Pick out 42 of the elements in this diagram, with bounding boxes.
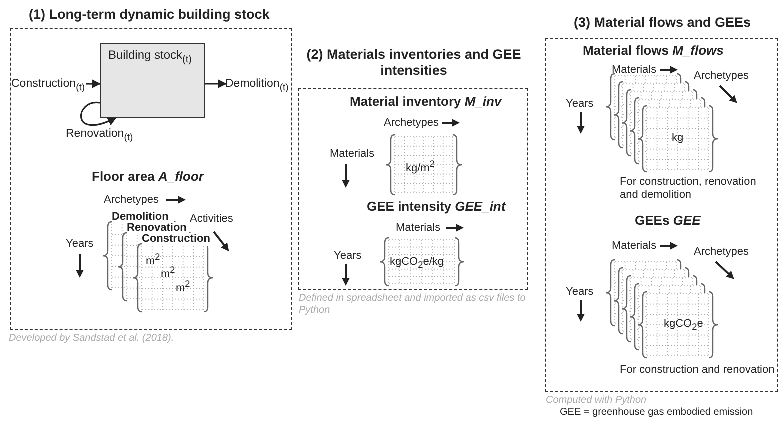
matrix-title: Floor area A_floor <box>92 170 204 183</box>
unit-label: kgCO$_{2}$e <box>664 318 704 334</box>
caption-note: Defined in spreadsheet and imported as csv files to Python <box>299 293 527 317</box>
matrix-title: GEE intensity GEE_int <box>367 200 506 213</box>
axis-label: Archetypes <box>694 246 750 259</box>
matrix-title: GEEs GEE <box>635 214 701 227</box>
axis-label: Archetypes <box>694 70 750 83</box>
axis-label: Materials <box>612 240 657 253</box>
matrix-title: Material flows M_flows <box>583 44 724 57</box>
axis-label: Years <box>566 286 594 299</box>
note-text: For construction, renovation and demolition <box>620 176 758 202</box>
layer-title: Construction <box>142 233 210 246</box>
note-text: For construction and renovation <box>620 364 775 377</box>
unit-label: m$^{2}$ <box>161 264 176 282</box>
caption-note: Computed with Python <box>546 395 648 407</box>
unit-label: m$^{2}$ <box>146 251 160 269</box>
flow-label: Construction$_{(t)}$ <box>12 76 86 92</box>
unit-label: kg <box>672 132 684 145</box>
axis-label: Years <box>66 238 94 251</box>
unit-label: kgCO$_{2}$e/kg <box>390 256 444 272</box>
arrow <box>205 80 227 88</box>
unit-label: kg/m$^{2}$ <box>406 158 435 176</box>
axis-label: Materials <box>396 222 441 235</box>
axis-label: Archetypes <box>104 194 160 207</box>
unit-label: m$^{2}$ <box>176 278 190 296</box>
axis-label: Activities <box>190 213 234 226</box>
flow-label: Demolition$_{(t)}$ <box>226 76 290 92</box>
arrow <box>80 102 117 126</box>
matrix-title: Material inventory M_inv <box>350 95 502 108</box>
panel-title: (2) Materials inventories and GEE intensities <box>306 47 522 79</box>
axis-label: Years <box>334 250 362 263</box>
caption-note: Developed by Sandstad et al. (2018). <box>9 333 176 345</box>
axis-label: Materials <box>330 148 375 161</box>
axis-label: Materials <box>612 64 657 77</box>
panel-title: (3) Material flows and GEEs <box>572 15 752 31</box>
arrow <box>86 80 101 88</box>
legend-note: GEE = greenhouse gas embodied emission <box>560 407 754 419</box>
process-box: Building stock$_{(t)}$ <box>100 42 204 118</box>
axis-label: Years <box>566 98 594 111</box>
panel-title: (1) Long-term dynamic building stock <box>29 7 271 23</box>
axis-label: Archetypes <box>384 117 440 130</box>
edge-label: Renovation$_{(t)}$ <box>66 128 134 144</box>
